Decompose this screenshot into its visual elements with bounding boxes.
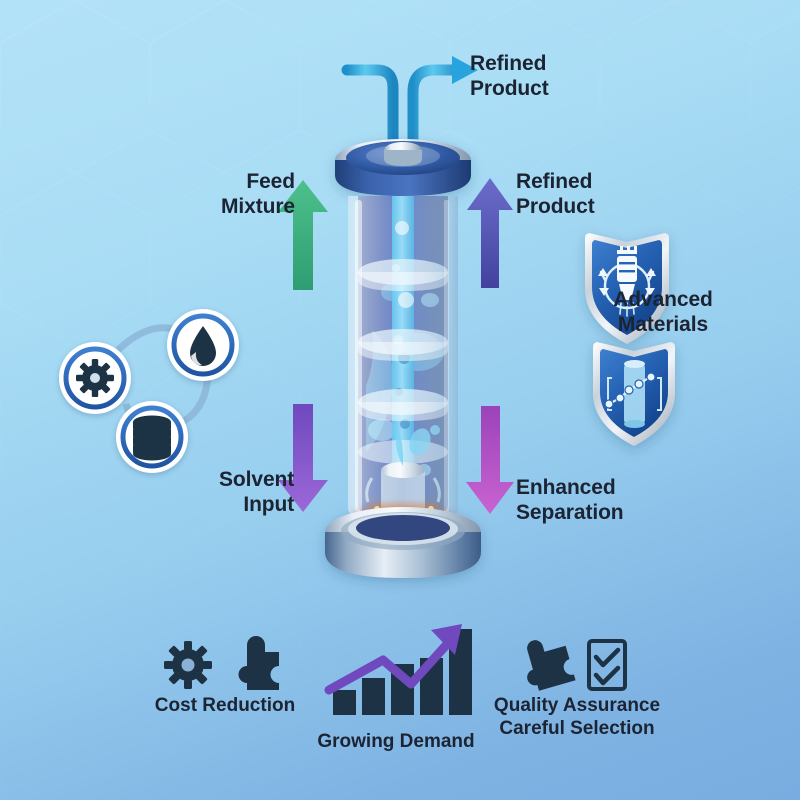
shield-filter-recycle [585,233,669,344]
arrow-solvent-input [278,404,328,512]
badge-gear [59,342,131,414]
label-refined-product-right: Refined Product [516,170,595,218]
outlet-pipe-assembly [341,56,478,156]
arrow-enhanced-separation [466,406,514,514]
upward-trend-arrow [324,624,462,695]
shield-molecule-column [593,342,675,446]
quality-assurance-icons [527,639,627,691]
gear-icon [164,641,212,689]
cost-reduction-icons [164,636,279,690]
column-glass-body [348,196,458,524]
puzzle-piece-icon [527,640,576,691]
growing-demand-chart [324,624,472,715]
column-top-cap [335,139,471,196]
label-enhanced-separation: Enhanced Separation [516,476,624,524]
badge-water-drop [167,309,239,381]
label-cost-reduction: Cost Reduction [154,695,296,716]
checklist-icon [587,639,627,691]
arrow-feed-mixture [278,180,328,290]
column-heater-base [325,499,481,578]
label-growing-demand: Growing Demand [317,731,475,752]
label-advanced-materials: Advanced Materials [613,288,713,336]
label-refined-product-top: Refined Product [470,52,549,100]
label-feed-mixture: Feed Mixture [221,170,295,218]
label-quality-assurance: Quality Assurance Careful Selection [493,695,661,740]
label-solvent-input: Solvent Input [219,468,295,516]
arrow-refined-product-right [467,178,513,288]
puzzle-piece-icon [238,636,279,690]
badge-coin-stack [116,401,188,473]
